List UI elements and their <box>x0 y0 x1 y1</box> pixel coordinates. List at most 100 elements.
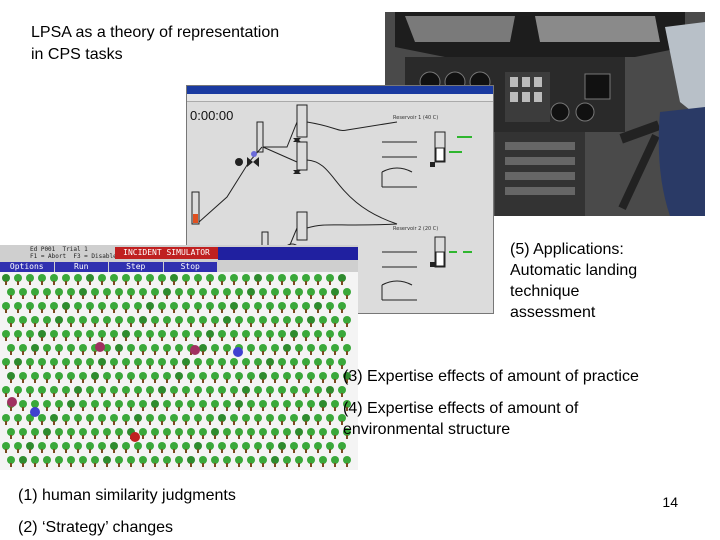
incident-marker <box>7 397 17 407</box>
tree-icon <box>26 386 34 397</box>
tree-icon <box>55 400 63 411</box>
incident-marker <box>190 345 200 355</box>
tree-icon <box>122 414 130 425</box>
tree-icon <box>50 330 58 341</box>
tree-icon <box>259 288 267 299</box>
tree-icon <box>86 414 94 425</box>
tree-icon <box>43 372 51 383</box>
tree-icon <box>218 358 226 369</box>
tree-icon <box>7 316 15 327</box>
tree-icon <box>115 316 123 327</box>
tree-icon <box>134 442 142 453</box>
tree-icon <box>271 372 279 383</box>
tree-icon <box>115 400 123 411</box>
tree-icon <box>211 288 219 299</box>
tree-icon <box>194 414 202 425</box>
tree-icon <box>331 316 339 327</box>
tree-icon <box>14 274 22 285</box>
tree-icon <box>62 358 70 369</box>
tree-icon <box>67 400 75 411</box>
tree-icon <box>326 330 334 341</box>
tree-icon <box>235 400 243 411</box>
tree-icon <box>314 330 322 341</box>
tree-icon <box>278 274 286 285</box>
tree-icon <box>134 414 142 425</box>
menu-options[interactable]: Options <box>0 262 55 272</box>
tree-icon <box>211 400 219 411</box>
tree-icon <box>170 358 178 369</box>
tree-icon <box>91 288 99 299</box>
tree-icon <box>302 386 310 397</box>
tree-icon <box>127 344 135 355</box>
tree-icon <box>319 400 327 411</box>
tree-icon <box>182 358 190 369</box>
tree-icon <box>14 302 22 313</box>
menu-stop[interactable]: Stop <box>163 262 218 272</box>
tree-icon <box>98 358 106 369</box>
tree-icon <box>62 442 70 453</box>
tree-icon <box>122 330 130 341</box>
tree-icon <box>194 330 202 341</box>
tree-icon <box>151 456 159 467</box>
tree-icon <box>338 414 346 425</box>
incident-marker <box>95 342 105 352</box>
tree-icon <box>218 414 226 425</box>
caption-structure: (4) Expertise effects of amount of envir… <box>343 400 579 438</box>
tree-icon <box>314 274 322 285</box>
tree-icon <box>206 302 214 313</box>
tree-icon <box>199 456 207 467</box>
tree-icon <box>302 358 310 369</box>
tree-icon <box>235 288 243 299</box>
tree-icon <box>182 330 190 341</box>
tree-icon <box>290 358 298 369</box>
tree-icon <box>319 456 327 467</box>
tree-icon <box>127 288 135 299</box>
tree-icon <box>302 414 310 425</box>
tree-icon <box>266 274 274 285</box>
tree-icon <box>2 330 10 341</box>
tree-icon <box>103 372 111 383</box>
tree-icon <box>230 442 238 453</box>
tree-icon <box>271 344 279 355</box>
tree-icon <box>163 400 171 411</box>
tree-icon <box>331 456 339 467</box>
tree-icon <box>235 456 243 467</box>
tree-icon <box>307 344 315 355</box>
tree-icon <box>254 414 262 425</box>
tree-icon <box>110 274 118 285</box>
tree-icon <box>50 274 58 285</box>
tree-icon <box>295 288 303 299</box>
tree-icon <box>223 344 231 355</box>
slide-title: LPSA as a theory of representation in CP… <box>31 24 280 63</box>
tree-icon <box>43 288 51 299</box>
tree-icon <box>62 414 70 425</box>
tree-icon <box>182 414 190 425</box>
tree-icon <box>91 316 99 327</box>
tree-icon <box>302 442 310 453</box>
tree-icon <box>31 456 39 467</box>
tree-icon <box>2 302 10 313</box>
tree-icon <box>242 274 250 285</box>
tree-icon <box>146 414 154 425</box>
tree-icon <box>62 302 70 313</box>
menu-run[interactable]: Run <box>54 262 109 272</box>
tree-icon <box>38 386 46 397</box>
tree-icon <box>278 330 286 341</box>
tree-icon <box>331 372 339 383</box>
tree-icon <box>302 302 310 313</box>
tree-icon <box>86 386 94 397</box>
tree-icon <box>38 330 46 341</box>
tree-icon <box>98 386 106 397</box>
tree-icon <box>110 302 118 313</box>
incident-marker <box>233 347 243 357</box>
tree-icon <box>230 302 238 313</box>
tree-icon <box>38 442 46 453</box>
menu-step[interactable]: Step <box>109 262 164 272</box>
tree-icon <box>199 288 207 299</box>
tree-icon <box>343 344 351 355</box>
tree-icon <box>14 386 22 397</box>
tree-icon <box>170 274 178 285</box>
tree-icon <box>211 428 219 439</box>
tree-icon <box>170 386 178 397</box>
tree-icon <box>103 316 111 327</box>
